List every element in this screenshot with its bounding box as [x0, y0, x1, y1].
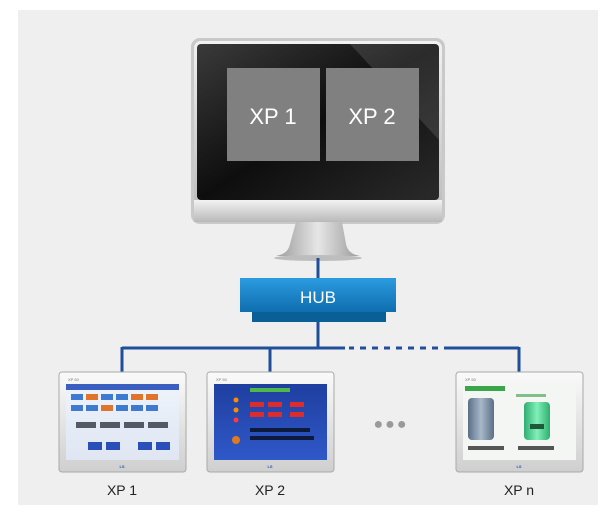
connection-lines — [120, 258, 521, 372]
monitor-stand — [276, 222, 360, 256]
hub-label: HUB — [300, 288, 336, 307]
touch-panel-xpn: XP 50 LS — [455, 371, 584, 473]
screen-label-xp2: XP 2 — [348, 104, 395, 129]
screen-tile-xp2 — [326, 68, 419, 161]
monitor-chin — [194, 200, 442, 222]
caption-xp2: XP 2 — [255, 482, 285, 498]
panel-model-tag: XP 50 — [465, 377, 477, 382]
panel-screen — [214, 384, 327, 460]
touch-panel-xp2: XP 50 LS — [206, 371, 335, 473]
pc-monitor: XP 1 XP 2 — [191, 38, 445, 261]
hub-device: HUB — [240, 278, 396, 322]
caption-xpn: XP n — [504, 482, 534, 498]
panel-model-tag: XP 50 — [68, 377, 80, 382]
touch-panel-xp1: XP 50 LS — [58, 371, 187, 473]
more-panels-ellipsis: ●●● — [374, 416, 409, 433]
panel-brand-logo: LS — [516, 464, 521, 469]
hub-box — [240, 278, 396, 312]
screen-label-xp1: XP 1 — [249, 104, 296, 129]
panel-brand-logo: LS — [119, 464, 124, 469]
screen-tile-xp1 — [227, 68, 320, 161]
caption-xp1: XP 1 — [107, 482, 137, 498]
panel-model-tag: XP 50 — [216, 377, 228, 382]
panel-brand-logo: LS — [267, 464, 272, 469]
